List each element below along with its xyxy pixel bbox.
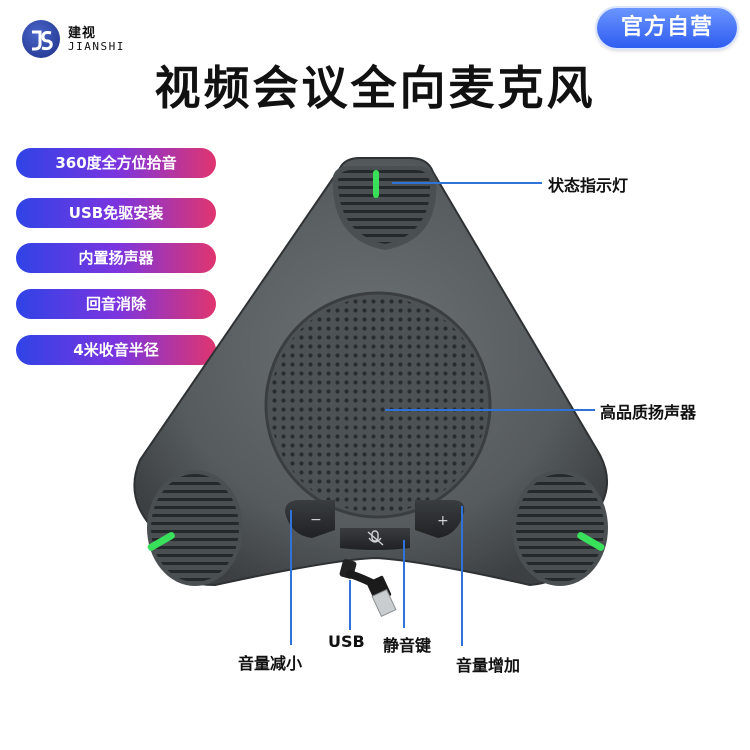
callout-volume-down: 音量减小: [238, 654, 303, 673]
right-mic-grille: [512, 470, 608, 586]
mute-mic-icon: [367, 530, 384, 546]
callout-speaker: 高品质扬声器: [600, 403, 697, 422]
top-mic-grille: [332, 166, 437, 250]
page-title: 视频会议全向麦克风: [154, 61, 596, 115]
volume-up-callout-line: [461, 506, 463, 646]
speaker-callout-line: [385, 409, 595, 411]
callout-usb: USB: [328, 632, 365, 651]
volume-down-callout-line: [290, 510, 292, 645]
left-mic-grille: [147, 470, 243, 586]
callout-volume-up: 音量增加: [456, 656, 521, 675]
brand-name-en: JIANSHI: [68, 40, 125, 53]
usb-cable: [339, 559, 397, 618]
callout-indicator: 状态指示灯: [548, 176, 629, 195]
left-indicator-led: [147, 532, 175, 551]
plus-glyph: +: [437, 513, 449, 529]
feature-pill-radius: 4米收音半径: [16, 335, 216, 365]
top-indicator-led: [373, 170, 379, 198]
indicator-callout-line: [392, 182, 542, 184]
brand-name-cn: 建视: [68, 26, 97, 41]
feature-pill-speaker: 内置扬声器: [16, 243, 216, 273]
callout-mute: 静音键: [383, 636, 432, 655]
logo-mark-icon: [22, 20, 60, 58]
central-speaker-grille: [264, 291, 492, 519]
control-buttons: − +: [285, 500, 465, 550]
volume-down-button: [285, 500, 335, 538]
minus-glyph: −: [310, 512, 322, 528]
mute-button: [340, 528, 410, 550]
right-indicator-led: [577, 531, 605, 551]
volume-up-button: [415, 500, 465, 538]
feature-pill-pickup: 360度全方位拾音: [16, 148, 216, 178]
usb-callout-line: [349, 580, 351, 630]
feature-pill-echo: 回音消除: [16, 289, 216, 319]
brand-logo: 建视 JIANSHI: [22, 18, 182, 60]
feature-pill-usb: USB免驱安装: [16, 198, 216, 228]
mute-callout-line: [403, 540, 405, 628]
official-store-badge: 官方自营: [597, 8, 737, 48]
